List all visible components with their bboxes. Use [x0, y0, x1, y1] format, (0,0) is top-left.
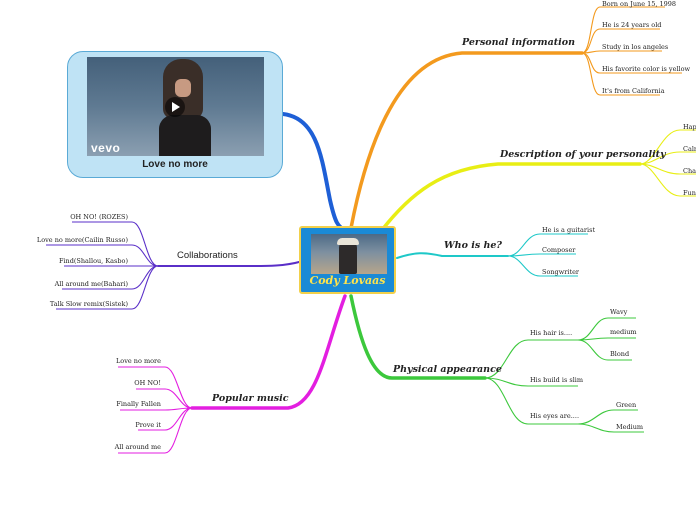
play-icon[interactable]	[165, 97, 185, 117]
leaf-personal-1[interactable]: He is 24 years old	[602, 21, 661, 29]
leaf-popular-1[interactable]: OH NO!	[134, 379, 161, 387]
singer-face	[175, 79, 191, 97]
leaf-personal-3[interactable]: His favorite color is yellow	[602, 65, 690, 73]
leaf-popular-3[interactable]: Prove it	[135, 421, 161, 429]
leaf-personality-0[interactable]: Happ	[683, 123, 696, 131]
leaf-who-2[interactable]: Songwriter	[542, 268, 579, 276]
topic-who-is-he[interactable]: Who is he?	[444, 240, 502, 251]
sub-build[interactable]: His build is slim	[530, 376, 583, 384]
leaf-popular-4[interactable]: All around me	[115, 443, 161, 451]
leaf-popular-0[interactable]: Love no more	[116, 357, 161, 365]
popular-branch	[192, 296, 345, 408]
vevo-logo: vevo	[91, 141, 120, 155]
leaf-personality-2[interactable]: Cha	[683, 167, 696, 175]
leaf-personal-4[interactable]: It's from California	[602, 87, 665, 95]
leaf-eyes-1[interactable]: Medium	[616, 423, 643, 431]
who-branch	[397, 253, 508, 258]
leaf-personal-2[interactable]: Study in los angeles	[602, 43, 668, 51]
video-branch	[283, 114, 346, 230]
photo-figure	[339, 241, 357, 274]
video-title: Love no more	[68, 159, 282, 170]
topic-collaborations[interactable]: Collaborations	[177, 250, 238, 261]
topic-personal-information[interactable]: Personal information	[462, 37, 575, 48]
personality-fan	[640, 130, 696, 196]
center-topic[interactable]: Cody Lovaas	[299, 226, 396, 294]
leaf-personal-0[interactable]: Born on June 15, 1998	[602, 0, 676, 8]
video-card[interactable]: vevo Love no more	[67, 51, 283, 178]
leaf-collab-0[interactable]: OH NO! (ROZES)	[70, 213, 128, 221]
topic-personality[interactable]: Description of your personality	[500, 149, 666, 160]
sub-hair[interactable]: His hair is....	[530, 329, 572, 337]
singer-torso	[159, 115, 211, 156]
collab-branch	[158, 262, 299, 266]
leaf-collab-4[interactable]: Talk Slow remix(Sistek)	[50, 300, 128, 308]
leaf-collab-2[interactable]: Find(Shallou, Kasbo)	[59, 257, 128, 265]
leaf-who-1[interactable]: Composer	[542, 246, 575, 254]
photo-hat	[337, 238, 359, 245]
personality-branch	[373, 164, 640, 242]
video-thumbnail[interactable]: vevo	[87, 57, 264, 156]
leaf-popular-2[interactable]: Finally Fallen	[116, 400, 161, 408]
leaf-personality-3[interactable]: Funn	[683, 189, 696, 197]
leaf-who-0[interactable]: He is a guitarist	[542, 226, 595, 234]
leaf-hair-1[interactable]: medium	[610, 328, 637, 336]
leaf-eyes-0[interactable]: Green	[616, 401, 636, 409]
leaf-collab-1[interactable]: Love no more(Cailin Russo)	[37, 236, 128, 244]
leaf-hair-2[interactable]: Blond	[610, 350, 629, 358]
leaf-hair-0[interactable]: Wavy	[610, 308, 627, 316]
leaf-collab-3[interactable]: All around me(Bahari)	[55, 280, 128, 288]
center-title: Cody Lovaas	[301, 274, 394, 287]
leaf-personality-1[interactable]: Calm	[683, 145, 696, 153]
topic-physical-appearance[interactable]: Physical appearance	[393, 364, 502, 375]
sub-eyes[interactable]: His eyes are....	[530, 412, 579, 420]
center-photo	[311, 234, 387, 274]
topic-popular-music[interactable]: Popular music	[212, 393, 289, 404]
personal-branch	[351, 53, 582, 228]
